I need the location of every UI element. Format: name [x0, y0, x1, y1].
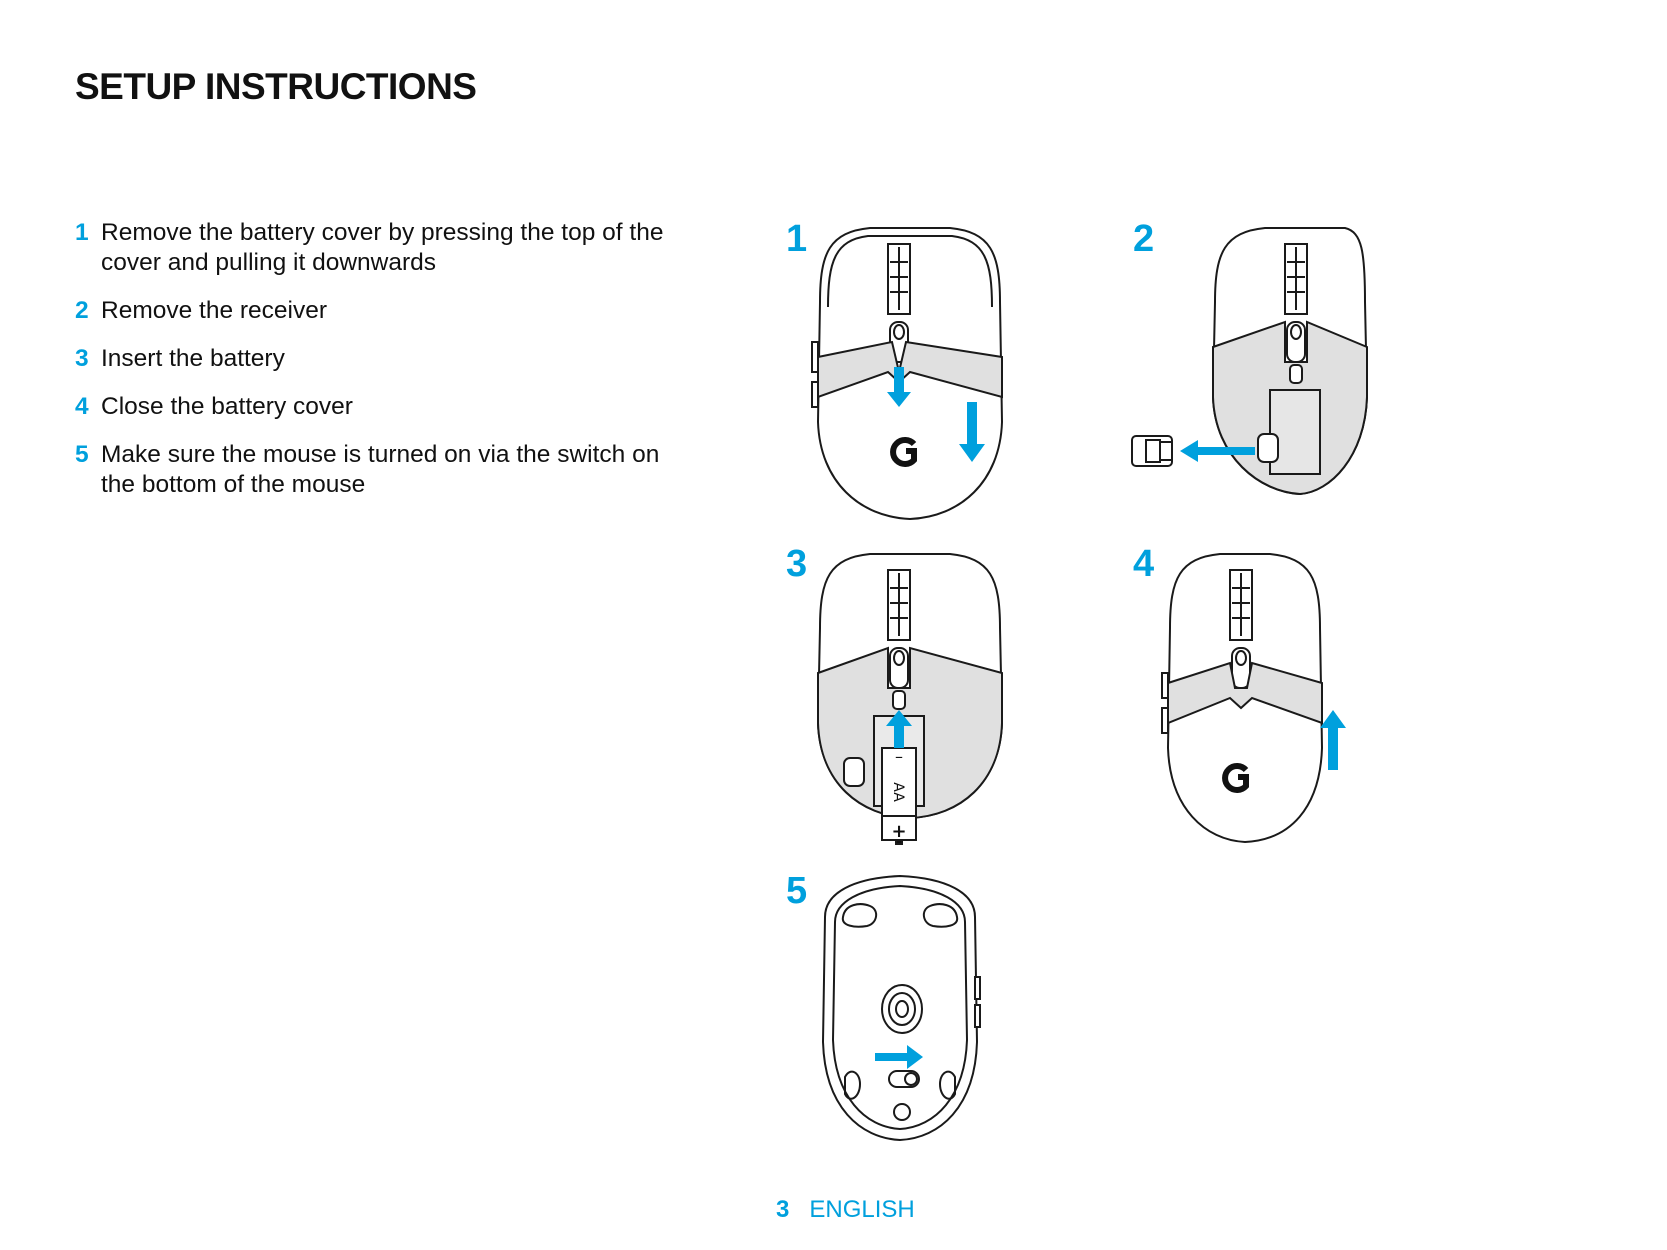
- up-arrow-icon: [886, 710, 912, 748]
- step-5: 5 Make sure the mouse is turned on via th…: [75, 440, 675, 500]
- page-title: SETUP INSTRUCTIONS: [75, 66, 477, 107]
- figure-label-1: 1: [786, 218, 808, 260]
- step-4: 4 Close the battery cover: [75, 392, 675, 422]
- figure-label-4: 4: [1133, 543, 1155, 585]
- figure-remove-cover: [811, 227, 1004, 521]
- step-number: 1: [75, 219, 89, 246]
- step-number: 5: [75, 441, 89, 468]
- battery-plus-label: +: [891, 821, 906, 842]
- steps-list: 1 Remove the battery cover by pressing th…: [75, 218, 675, 518]
- step-text: Remove the receiver: [101, 297, 328, 324]
- step-text: Close the battery cover: [101, 393, 353, 420]
- logitech-g-logo: [1222, 763, 1249, 793]
- step-number: 4: [75, 393, 89, 420]
- step-1: 1 Remove the battery cover by pressing th…: [75, 218, 675, 278]
- step-3: 3 Insert the battery: [75, 344, 675, 374]
- step-text: Insert the battery: [101, 345, 285, 372]
- figure-mouse-bottom: [821, 874, 981, 1142]
- step-text: Remove the battery cover by pressing the…: [101, 219, 664, 276]
- page-footer: 3 ENGLISH: [776, 1196, 915, 1224]
- step-text: Make sure the mouse is turned on via the…: [101, 441, 660, 498]
- figure-remove-receiver: [1131, 227, 1369, 496]
- usb-receiver-icon: [1131, 435, 1173, 467]
- battery-type-label: AA: [890, 782, 906, 802]
- logitech-g-logo: [890, 437, 917, 467]
- step-2: 2 Remove the receiver: [75, 296, 675, 326]
- down-arrow-icon: [887, 367, 911, 407]
- figure-label-3: 3: [786, 543, 808, 585]
- battery-minus-label: –: [895, 747, 903, 766]
- up-arrow-icon: [1320, 710, 1346, 770]
- figure-label-5: 5: [786, 870, 808, 912]
- figure-label-2: 2: [1133, 218, 1155, 260]
- figure-close-cover: [1161, 553, 1346, 844]
- left-arrow-icon: [1180, 440, 1255, 462]
- step-number: 2: [75, 297, 89, 324]
- down-arrow-icon: [959, 402, 985, 462]
- language-label: ENGLISH: [809, 1196, 915, 1223]
- figure-insert-battery: – AA +: [816, 553, 1004, 845]
- right-arrow-icon: [875, 1045, 923, 1069]
- page-number: 3: [776, 1196, 790, 1223]
- step-number: 3: [75, 345, 89, 372]
